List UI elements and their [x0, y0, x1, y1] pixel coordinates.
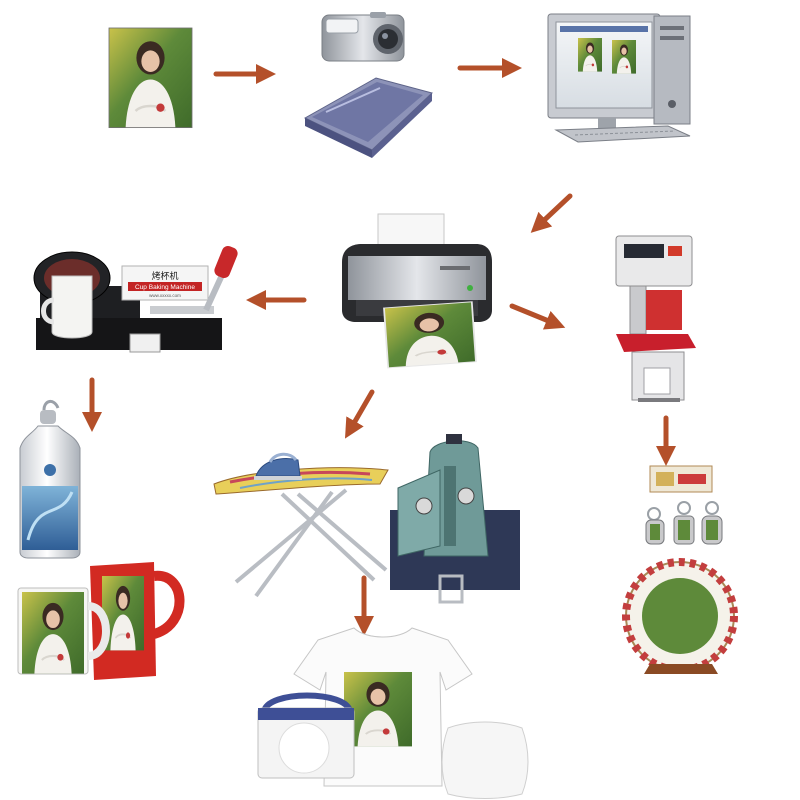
arrow-computer-to-printer: [530, 193, 573, 233]
arrow-printer-to-cap-press: [509, 303, 566, 330]
printer-icon: [342, 213, 492, 370]
mug-press-plate-cn: 烤杯机: [151, 270, 178, 282]
mug-press-plate-en: Cup Baking Machine: [135, 284, 195, 291]
iron-icon: [254, 452, 302, 480]
heat-press-icon: [390, 434, 520, 604]
mug-press-icon: 烤杯机 Cup Baking Machine www.xxxxx.com: [33, 245, 238, 353]
scanner-icon: [303, 77, 433, 158]
cap-press-icon: [615, 235, 696, 402]
pillow-icon: [441, 721, 529, 799]
camera-icon: [321, 12, 405, 62]
computer-icon: [547, 13, 691, 143]
mug-press-plate-small: www.xxxxx.com: [149, 293, 181, 298]
flow-arrows: [82, 58, 676, 636]
photo-icon: [107, 26, 194, 129]
keychain-icon: [645, 465, 723, 545]
water-bottle-icon: [19, 400, 81, 559]
bag-icon: [257, 692, 355, 779]
mug-icon: [17, 562, 185, 680]
arrow-printer-to-textile: [344, 389, 375, 439]
plate-icon: [622, 558, 738, 674]
